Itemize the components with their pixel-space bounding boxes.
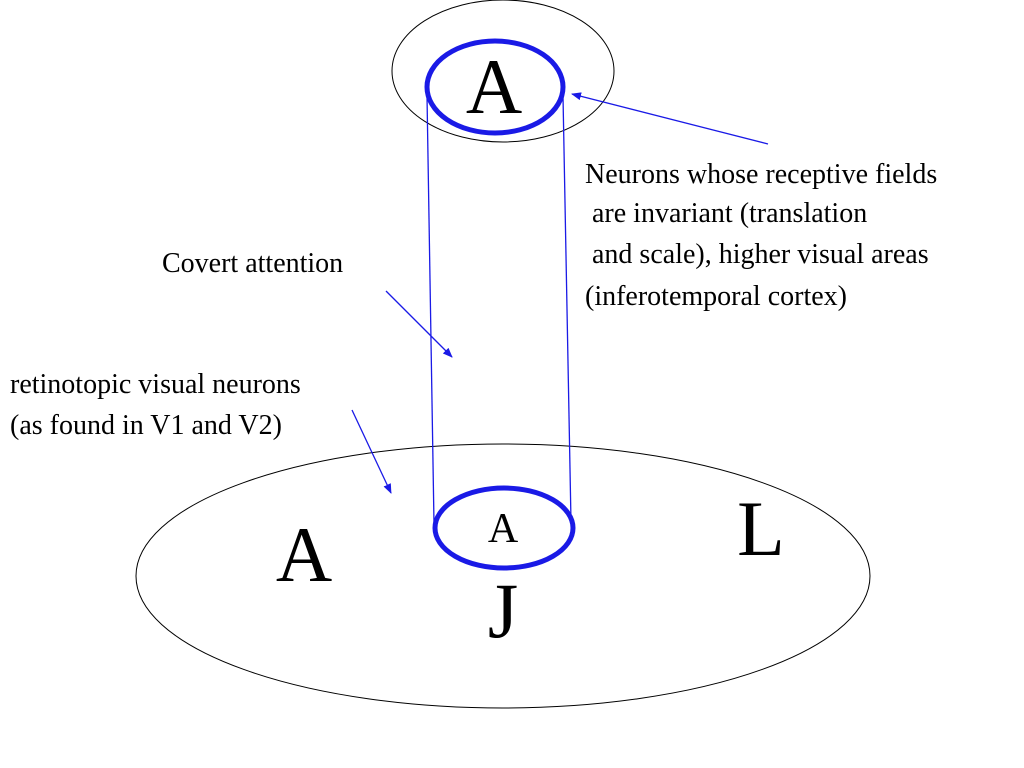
attention-window-right-line bbox=[562, 95, 572, 523]
bottom-letter-center: A bbox=[488, 506, 519, 552]
top-attended-circle bbox=[424, 38, 566, 136]
covert-attention-label: Covert attention bbox=[162, 248, 343, 279]
invariant-field-ellipse bbox=[391, 0, 615, 143]
retinotopic-field-ellipse bbox=[135, 443, 871, 709]
bottom-letter-below-center: J bbox=[488, 567, 518, 654]
covert-attention-arrow bbox=[385, 290, 453, 358]
bottom-attended-circle bbox=[432, 485, 576, 571]
invariant-label-line-3: and scale), higher visual areas bbox=[585, 239, 929, 270]
invariant-label-line-2: are invariant (translation bbox=[585, 198, 867, 229]
invariant-label-line-1: Neurons whose receptive fields bbox=[585, 159, 937, 190]
attention-window-left-line bbox=[426, 95, 435, 525]
bottom-letter-right: L bbox=[737, 485, 785, 572]
bottom-letter-left: A bbox=[276, 511, 332, 598]
retinotopic-label-line-2: (as found in V1 and V2) bbox=[10, 410, 282, 441]
invariant-arrow bbox=[571, 92, 769, 145]
top-letter: A bbox=[466, 43, 522, 130]
retinotopic-label-line-1: retinotopic visual neurons bbox=[10, 369, 301, 400]
invariant-label-line-4: (inferotemporal cortex) bbox=[585, 281, 847, 312]
retinotopic-arrow bbox=[351, 409, 392, 494]
